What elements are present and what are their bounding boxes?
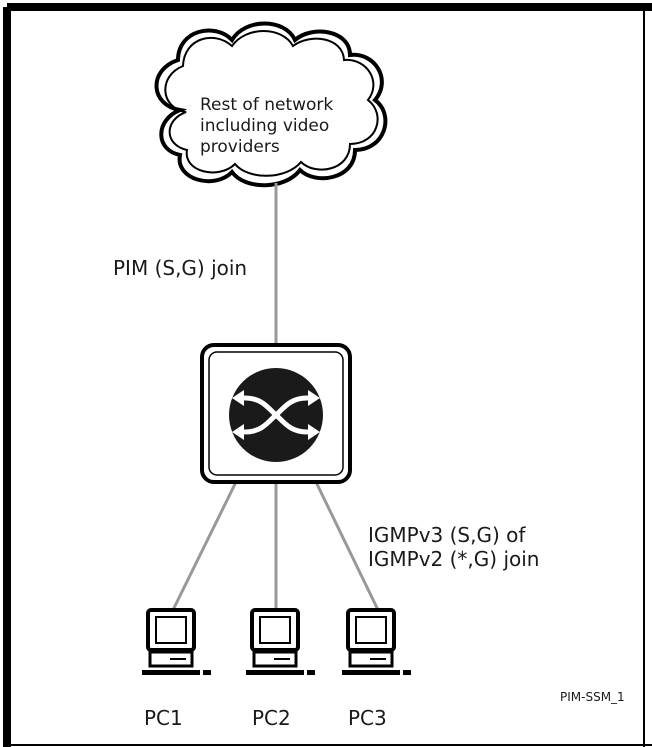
cloud-label: Rest of network including video provider… [200, 95, 333, 158]
pc3-icon [342, 608, 411, 675]
network-cloud [154, 21, 388, 188]
downstream-join-label-line-1: IGMPv3 (S,G) of [368, 523, 526, 547]
figure-id: PIM-SSM_1 [560, 690, 625, 704]
pc1-label: PC1 [144, 706, 183, 730]
cloud-label-line-3: providers [200, 137, 280, 157]
pc2-icon [246, 608, 315, 675]
upstream-join-label: PIM (S,G) join [113, 256, 248, 280]
pc1-icon [142, 608, 211, 675]
switch-icon [200, 343, 352, 484]
cloud-label-line-2: including video [200, 116, 330, 136]
downstream-join-label: IGMPv3 (S,G) of IGMPv2 (*,G) join [368, 523, 539, 571]
pc3-label: PC3 [348, 706, 387, 730]
link-pc3 [314, 481, 381, 613]
cloud-label-line-1: Rest of network [200, 95, 334, 115]
link-pc1 [170, 481, 238, 613]
pc2-label: PC2 [252, 706, 291, 730]
downstream-join-label-line-2: IGMPv2 (*,G) join [368, 547, 540, 571]
